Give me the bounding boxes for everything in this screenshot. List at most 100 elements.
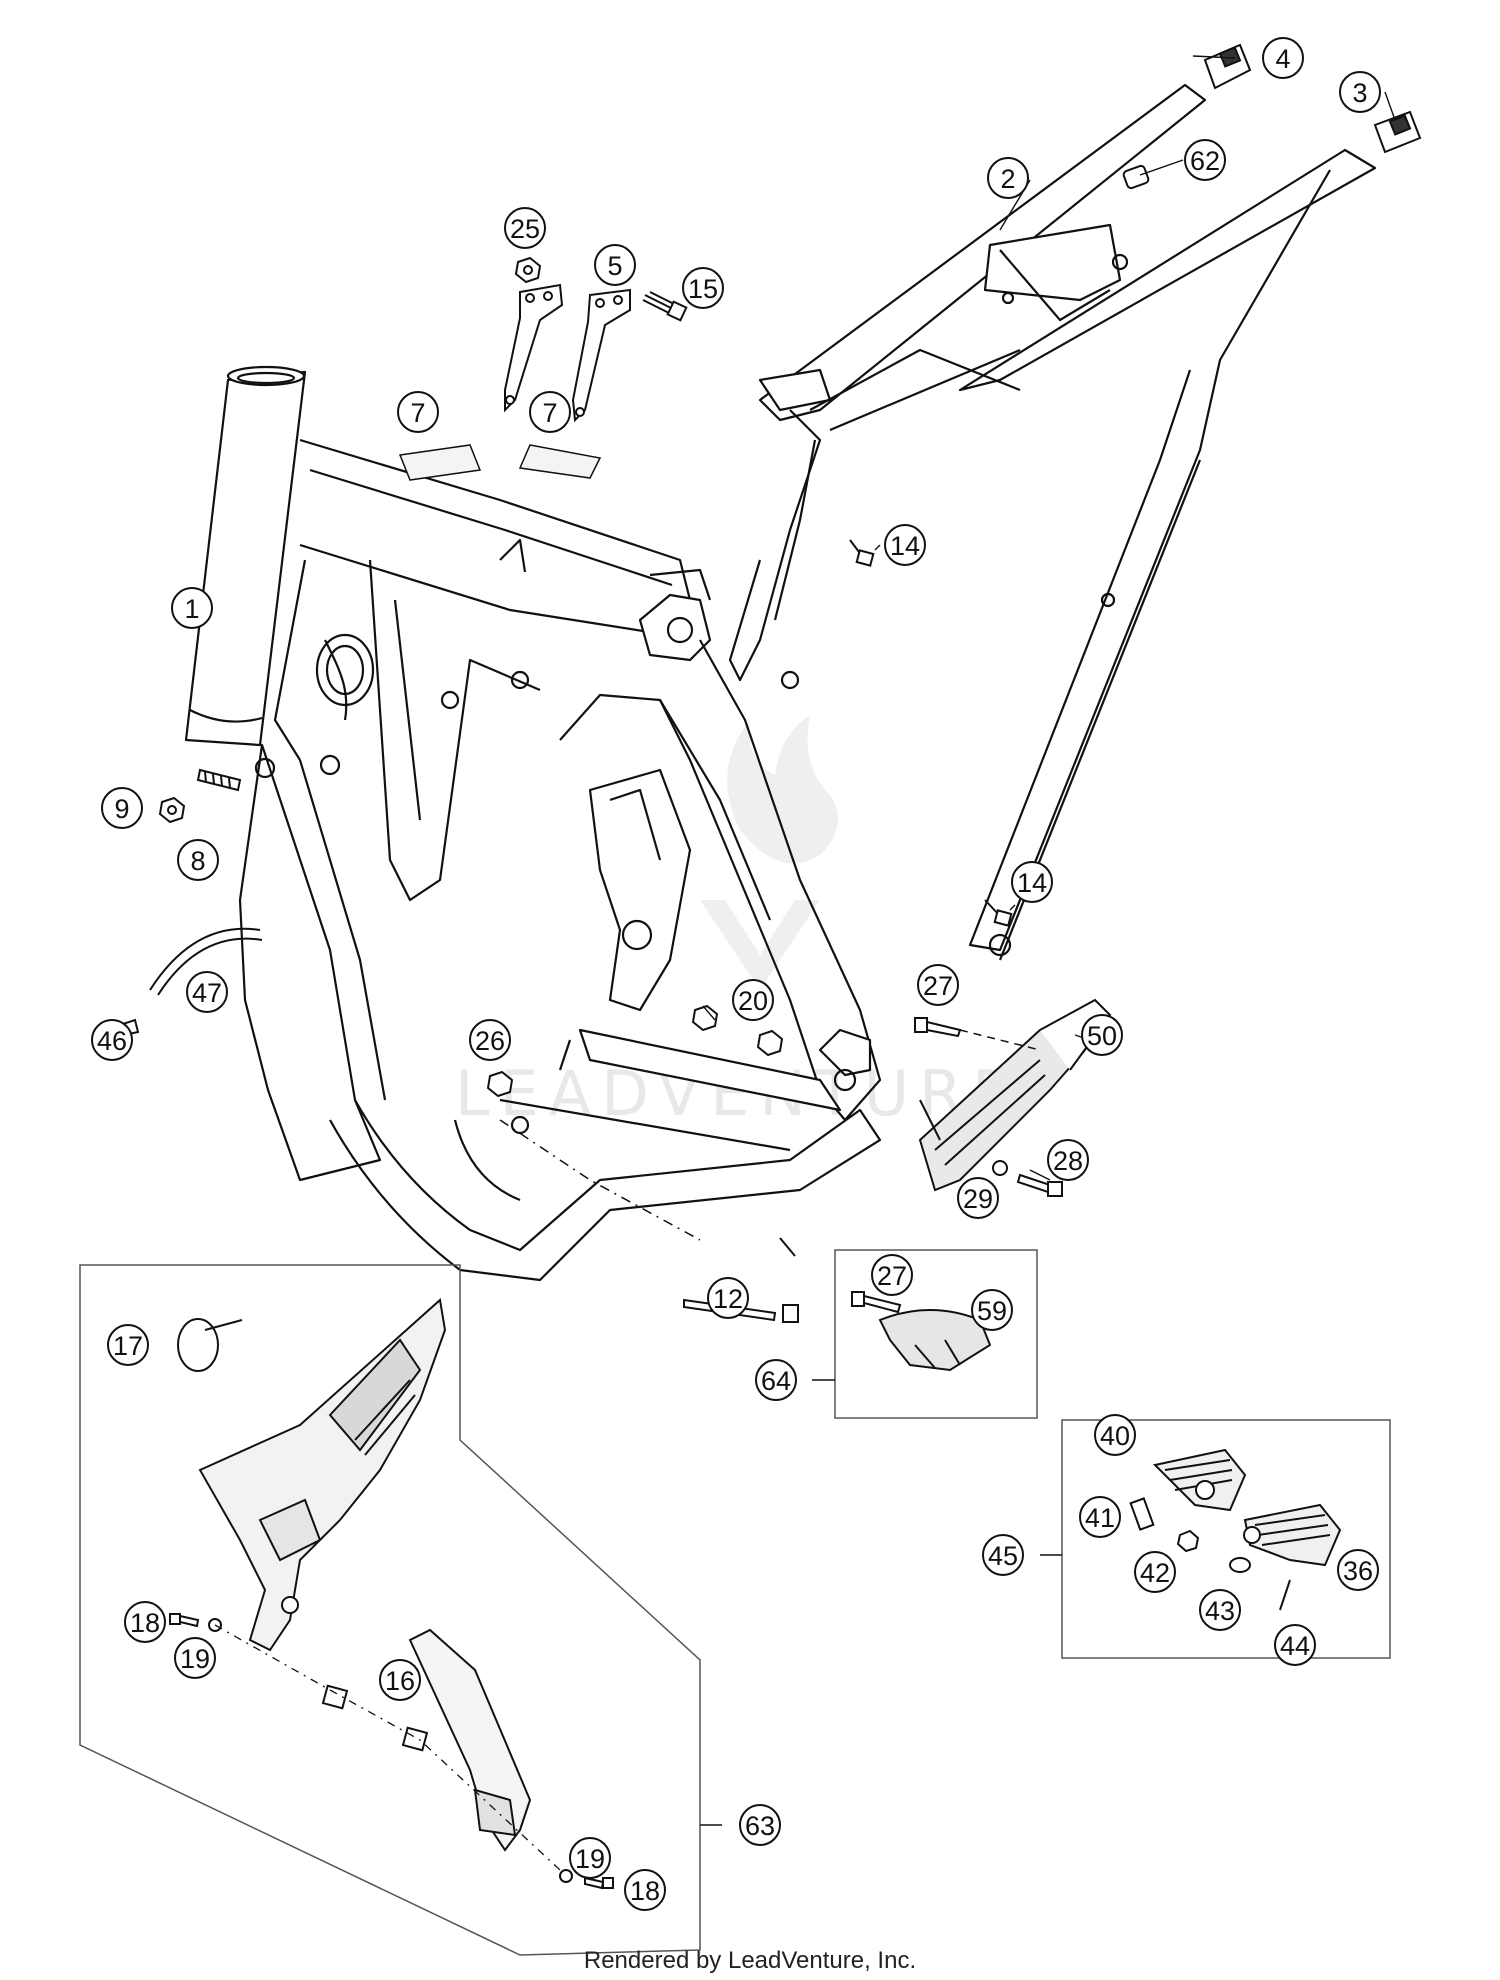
callout-circle [957, 1177, 999, 1219]
callout-circle [1262, 37, 1304, 79]
bushing-62 [1122, 164, 1150, 190]
callout-c8: 8 [177, 839, 219, 881]
callout-circle [755, 1359, 797, 1401]
bolt-27 [914, 1017, 962, 1038]
kit-box-63 [79, 1264, 722, 1956]
callout-c17: 17 [107, 1324, 149, 1366]
callout-c28: 28 [1047, 1139, 1089, 1181]
callout-circle [707, 1277, 749, 1319]
engine-bracket [504, 283, 631, 423]
callout-label: 19 [180, 1644, 210, 1674]
bolt-28 [1016, 1173, 1063, 1197]
callout-circle [871, 1254, 913, 1296]
callout-c36: 36 [1337, 1549, 1379, 1591]
callout-c42: 42 [1134, 1551, 1176, 1593]
callout-circle [1134, 1551, 1176, 1593]
callout-c9: 9 [101, 787, 143, 829]
callout-label: 19 [575, 1844, 605, 1874]
callout-label: 27 [923, 971, 953, 1001]
callout-circle [504, 207, 546, 249]
hose-47 [149, 927, 263, 996]
callout-c15: 15 [682, 267, 724, 309]
callout-c40: 40 [1094, 1414, 1136, 1456]
callout-c19a: 19 [174, 1637, 216, 1679]
callout-c19b: 19 [569, 1837, 611, 1879]
callout-c63: 63 [739, 1804, 781, 1846]
callout-label: 14 [890, 531, 920, 561]
callout-label: 43 [1205, 1596, 1235, 1626]
kit-box-45 [1040, 1419, 1391, 1659]
callout-label: 12 [713, 1284, 743, 1314]
callout-c27b: 27 [871, 1254, 913, 1296]
callout-circle [1047, 1139, 1089, 1181]
callout-c29: 29 [957, 1177, 999, 1219]
callout-c25: 25 [504, 207, 546, 249]
callout-c64: 64 [755, 1359, 797, 1401]
end-plug-3 [1373, 110, 1422, 154]
kit-box-64 [812, 1249, 1038, 1419]
callout-label: 18 [130, 1608, 160, 1638]
callout-c1: 1 [171, 587, 213, 629]
callout-circle [732, 979, 774, 1021]
callout-label: 4 [1275, 44, 1290, 74]
callout-circle [529, 391, 571, 433]
callout-c18a: 18 [124, 1601, 166, 1643]
callout-label: 45 [988, 1541, 1018, 1571]
callout-c62: 62 [1184, 139, 1226, 181]
callout-label: 3 [1352, 78, 1367, 108]
callout-c43: 43 [1199, 1589, 1241, 1631]
callout-label: 47 [192, 978, 222, 1008]
callout-label: 29 [963, 1184, 993, 1214]
callout-circle [186, 971, 228, 1013]
callout-label: 25 [510, 214, 540, 244]
callout-c2: 2 [987, 157, 1029, 199]
callout-circle [594, 244, 636, 286]
callout-label: 40 [1100, 1421, 1130, 1451]
callout-circle [1199, 1589, 1241, 1631]
nut-25 [514, 256, 542, 284]
callout-circle [469, 1019, 511, 1061]
callout-label: 63 [745, 1811, 775, 1841]
callout-circle [1184, 139, 1226, 181]
callout-circle [1337, 1549, 1379, 1591]
callout-label: 64 [761, 1366, 791, 1396]
callout-label: 28 [1053, 1146, 1083, 1176]
callout-label: 1 [184, 594, 199, 624]
leader-lines [702, 55, 1396, 1181]
callout-label: 62 [1190, 146, 1220, 176]
footer-credit: Rendered by LeadVenture, Inc. [584, 1947, 916, 1974]
callout-circle [1274, 1624, 1316, 1666]
callout-c45: 45 [982, 1534, 1024, 1576]
watermark: LEADVENTURE [455, 715, 1011, 1130]
callout-label: 7 [410, 398, 425, 428]
callout-circle [971, 1289, 1013, 1331]
callout-circle [884, 524, 926, 566]
callout-c26: 26 [469, 1019, 511, 1061]
callout-circle [682, 267, 724, 309]
callout-c20: 20 [732, 979, 774, 1021]
bolt-14 [849, 539, 1013, 927]
callout-circle [1011, 861, 1053, 903]
nut-20 [691, 1004, 784, 1057]
callout-label: 59 [977, 1296, 1007, 1326]
nut-26 [486, 1070, 514, 1098]
callout-circle [171, 587, 213, 629]
callout-label: 42 [1140, 1558, 1170, 1588]
callout-circle [569, 1837, 611, 1879]
callout-c4: 4 [1262, 37, 1304, 79]
callout-c14a: 14 [884, 524, 926, 566]
callout-circle [1339, 71, 1381, 113]
callout-circle [177, 839, 219, 881]
screw-8 [196, 768, 242, 792]
callout-label: 36 [1343, 1556, 1373, 1586]
callout-label: 46 [97, 1026, 127, 1056]
bolt-15 [642, 291, 688, 322]
callout-circle [174, 1637, 216, 1679]
callout-label: 18 [630, 1876, 660, 1906]
callout-circle [1079, 1496, 1121, 1538]
callout-circle [987, 157, 1029, 199]
callout-circle [739, 1804, 781, 1846]
